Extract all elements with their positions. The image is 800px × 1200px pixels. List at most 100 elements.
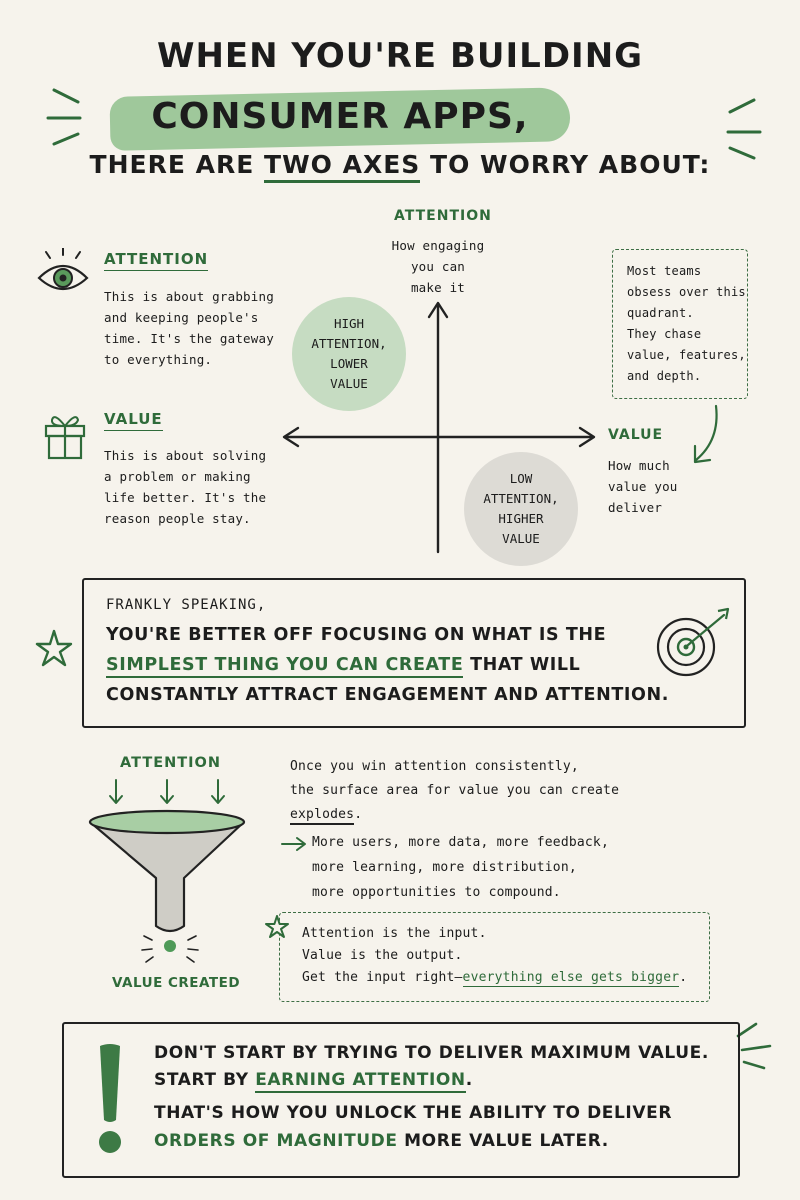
explosion-bullet-line: More users, more data, more feedback, <box>312 835 609 850</box>
explosion-bullet-line: more opportunities to compound. <box>312 885 561 900</box>
axes-diagram <box>282 301 596 554</box>
funnel-top-label: ATTENTION <box>120 755 221 771</box>
input-output-line: Attention is the input. <box>302 926 487 941</box>
attention-definition-line: to everything. <box>104 352 213 367</box>
attention-definition-line: This is about grabbing <box>104 289 274 304</box>
closing-line-2-post: . <box>465 1070 473 1090</box>
funnel-rim <box>88 809 246 835</box>
closing-box <box>62 1022 740 1178</box>
funnel-body <box>88 820 246 933</box>
explosion-line: explodes. <box>290 803 619 827</box>
funnel-diagram <box>88 779 246 963</box>
explosion-line: the surface area for value you can creat… <box>290 783 620 798</box>
vertical-axis-line: you can <box>410 259 466 274</box>
closing-line-2: START BY EARNING ATTENTION. <box>154 1070 473 1093</box>
frankly-emphasis: SIMPLEST THING YOU CAN CREATE <box>106 655 464 678</box>
input-output-box <box>279 912 710 1002</box>
vertical-axis-line: How engaging <box>391 238 485 253</box>
input-output-period: . <box>679 970 688 985</box>
value-definition-title: VALUE <box>104 410 163 431</box>
frankly-intro: FRANKLY SPEAKING, <box>106 597 267 613</box>
quadrant-note-line: value, features, <box>627 348 746 362</box>
title-line-3-emphasis: TWO AXES <box>264 150 421 183</box>
frankly-speaking-box <box>82 578 746 728</box>
title-line-1: WHEN YOU'RE BUILDING <box>156 36 644 76</box>
quadrant-note-line: Most teams <box>627 264 702 278</box>
vertical-axis-description: How engaging you can make it <box>376 235 500 298</box>
value-drop <box>164 940 176 952</box>
value-definition-line: This is about solving <box>104 448 267 463</box>
value-definition-line: life better. It's the <box>104 490 267 505</box>
frankly-line-3: CONSTANTLY ATTRACT ENGAGEMENT AND ATTENT… <box>106 685 669 705</box>
quadrant-note-line: obsess over this <box>627 285 746 299</box>
high-attention-quadrant: HIGH ATTENTION, LOWER VALUE <box>292 297 406 411</box>
low-attention-quadrant: LOW ATTENTION, HIGHER VALUE <box>464 452 578 566</box>
gift-icon <box>44 416 86 460</box>
input-output-emphasis: everything else gets bigger <box>462 970 680 987</box>
value-definition-line: a problem or making <box>104 469 251 484</box>
closing-line-2-pre: START BY <box>154 1070 256 1090</box>
funnel-bottom-label: VALUE CREATED <box>112 975 241 991</box>
attention-definition-line: and keeping people's <box>104 310 259 325</box>
horizontal-axis-title: VALUE <box>608 427 664 443</box>
low-attention-line: HIGHER <box>498 511 544 526</box>
high-attention-line: ATTENTION, <box>311 336 387 351</box>
horizontal-axis-line: How much <box>608 458 670 473</box>
input-output-pre: Get the input right— <box>302 970 463 985</box>
attention-definition-title: ATTENTION <box>104 250 209 271</box>
target-icon <box>656 607 730 677</box>
explosion-bullet-line: more learning, more distribution, <box>312 860 577 875</box>
high-attention-line: VALUE <box>330 376 368 391</box>
closing-emphasis-magnitude: ORDERS OF MAGNITUDE <box>154 1131 398 1151</box>
closing-emphasis-attention: EARNING ATTENTION <box>255 1070 466 1093</box>
down-arrow-icons <box>109 779 225 804</box>
quadrant-note-line: and depth. <box>627 369 702 383</box>
spark-marks-right-icon <box>726 98 762 160</box>
quadrant-note: Most teams obsess over this quadrant. Th… <box>612 249 748 399</box>
title-line-3-pre: THERE ARE <box>89 150 265 179</box>
curved-arrow-icon <box>693 404 718 464</box>
explosion-emphasis: explodes <box>290 807 355 825</box>
low-attention-line: LOW <box>509 471 533 486</box>
vertical-axis-arrowhead <box>427 301 449 319</box>
star-icon <box>35 629 73 667</box>
horizontal-axis-description: How much value you deliver <box>608 455 708 518</box>
exclamation-icon <box>99 1044 121 1153</box>
arrow-right-icon <box>281 837 306 851</box>
frankly-line-2-post: THAT WILL <box>463 655 581 675</box>
input-output-line: Get the input right—everything else gets… <box>302 967 687 989</box>
input-output-line: Value is the output. <box>302 948 463 963</box>
title-highlight: CONSUMER APPS, <box>109 87 571 151</box>
low-attention-line: ATTENTION, <box>483 491 559 506</box>
input-output-text: Attention is the input. Value is the out… <box>302 923 687 989</box>
quadrant-note-line: quadrant. <box>627 306 694 320</box>
vertical-axis-line: make it <box>410 280 466 295</box>
value-definition-text: This is about solving a problem or makin… <box>104 445 274 529</box>
closing-line-3: THAT'S HOW YOU UNLOCK THE ABILITY TO DEL… <box>154 1103 673 1123</box>
horizontal-axis-right-arrowhead <box>578 426 596 448</box>
closing-line-4: ORDERS OF MAGNITUDE MORE VALUE LATER. <box>154 1131 609 1151</box>
value-definition-line: reason people stay. <box>104 511 251 526</box>
explosion-bullets: More users, more data, more feedback, mo… <box>312 830 609 905</box>
title-line-3-post: TO WORRY ABOUT: <box>420 150 711 179</box>
attention-definition-text: This is about grabbing and keeping peopl… <box>104 286 274 370</box>
horizontal-axis-line: deliver <box>608 500 663 515</box>
quadrant-note-line: They chase <box>627 327 702 341</box>
horizontal-axis-left-arrowhead <box>282 426 300 448</box>
spark-marks-left-icon <box>46 88 82 146</box>
eye-icon <box>37 248 89 291</box>
small-star-icon <box>265 915 289 938</box>
closing-line-4-post: MORE VALUE LATER. <box>397 1131 609 1151</box>
frankly-line-1: YOU'RE BETTER OFF FOCUSING ON WHAT IS TH… <box>106 625 607 645</box>
vertical-axis-title: ATTENTION <box>394 208 492 224</box>
high-attention-line: HIGH <box>333 316 365 331</box>
explosion-text: Once you win attention consistently, the… <box>290 755 619 827</box>
explosion-line: Once you win attention consistently, <box>290 759 579 774</box>
low-attention-line: VALUE <box>502 531 540 546</box>
high-attention-line: LOWER <box>330 356 368 371</box>
explosion-period: . <box>354 807 363 822</box>
title-line-3: THERE ARE TWO AXES TO WORRY ABOUT: <box>0 150 800 183</box>
frankly-line-2: SIMPLEST THING YOU CAN CREATE THAT WILL <box>106 655 581 678</box>
closing-line-1: DON'T START BY TRYING TO DELIVER MAXIMUM… <box>154 1043 709 1063</box>
attention-definition-line: time. It's the gateway <box>104 331 274 346</box>
